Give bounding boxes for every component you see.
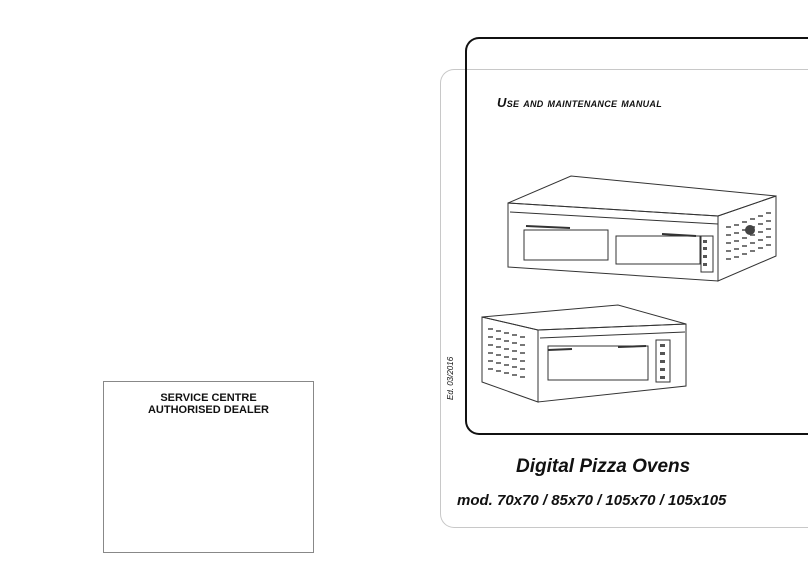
manual-title: Use and maintenance manual [497,95,663,110]
small-oven-illustration [481,304,687,403]
cover-inner-frame [465,37,808,435]
dealer-stamp-box: SERVICE CENTRE AUTHORISED DEALER [103,381,314,553]
product-title: Digital Pizza Ovens [516,456,691,477]
large-oven-illustration [507,175,777,282]
model-list: mod. 70x70 / 85x70 / 105x70 / 105x105 [457,492,727,509]
cover-outer-frame [440,69,808,528]
edition-label: Ed. 03/2016 [446,356,455,400]
dealer-line-2: AUTHORISED DEALER [147,404,269,416]
dealer-line-1: SERVICE CENTRE [160,392,257,404]
